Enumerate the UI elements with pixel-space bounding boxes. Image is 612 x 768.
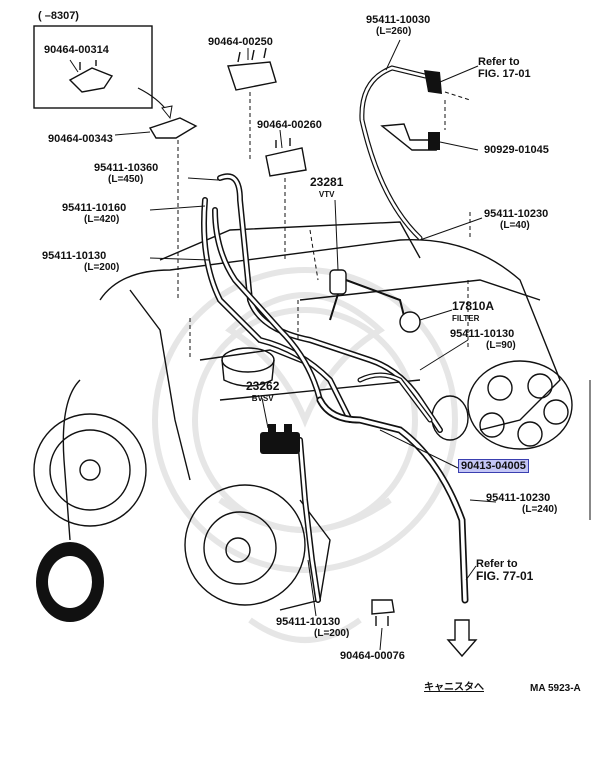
label-17810A-filter: 17810A FILTER xyxy=(452,299,495,323)
distributor xyxy=(431,360,573,450)
label-95411-10130-a: 95411-10130 (L=200) xyxy=(42,250,120,273)
inset-box xyxy=(33,25,153,109)
bracket-90929-block xyxy=(428,132,440,150)
hose-10030-inner xyxy=(360,66,427,240)
canister-label: キャニスタへ xyxy=(424,682,484,693)
refer-fig-17-01: Refer to FIG. 17-01 xyxy=(478,56,531,80)
highlighted-part-90413-04005[interactable]: 90413-04005 xyxy=(458,459,529,473)
hose-bundle xyxy=(201,173,469,604)
inset-arrowhead-icon xyxy=(161,105,173,120)
watermark-seal xyxy=(152,267,458,643)
lower-pulley-hub xyxy=(48,556,92,608)
part-leaders xyxy=(69,39,497,651)
front-pulley xyxy=(33,413,147,527)
fitting-icon xyxy=(424,70,442,94)
label-95411-10130-b: 95411-10130 (L=90) xyxy=(450,328,516,351)
label-90929-01045: 90929-01045 xyxy=(484,144,549,156)
label-90464-00076: 90464-00076 xyxy=(340,650,405,662)
clamp-00250-icon xyxy=(227,47,277,91)
down-arrow-icon xyxy=(446,619,478,658)
clamp-00343-icon xyxy=(148,117,198,139)
label-95411-10160: 95411-10160 (L=420) xyxy=(62,202,127,225)
bvsv-valve xyxy=(260,424,300,454)
clip-00076-icon xyxy=(371,599,395,626)
label-90464-00260: 90464-00260 xyxy=(257,119,322,131)
vtv-hoses xyxy=(329,279,406,321)
inset-range-label: ( –8307) xyxy=(38,10,79,22)
filter-17810A xyxy=(399,311,421,333)
bracket-90929-icon xyxy=(380,123,438,151)
refer-fig-77-01: Refer to FIG. 77-01 xyxy=(476,558,534,583)
vtv-valve xyxy=(329,269,347,295)
label-95411-10030: 95411-10030 (L=260) xyxy=(366,14,431,37)
label-95411-10230-a: 95411-10230 (L=40) xyxy=(484,208,549,231)
label-90464-00250: 90464-00250 xyxy=(208,36,273,48)
label-23281-vtv: 23281 VTV xyxy=(310,175,344,199)
alternator xyxy=(184,484,331,611)
label-95411-10360: 95411-10360 (L=450) xyxy=(94,162,159,185)
label-23262-bvsv: 23262 BVSV xyxy=(246,379,280,403)
leader-lines xyxy=(177,91,471,360)
clamp-00260-icon xyxy=(265,138,307,177)
figure-code: MA 5923-A xyxy=(530,683,581,694)
label-90464-00343: 90464-00343 xyxy=(48,133,113,145)
label-90464-00314: 90464-00314 xyxy=(44,44,109,56)
filler-cap xyxy=(221,347,275,387)
label-95411-10230-b: 95411-10230 (L=240) xyxy=(486,492,558,515)
label-95411-10130-c: 95411-10130 (L=200) xyxy=(276,616,350,639)
